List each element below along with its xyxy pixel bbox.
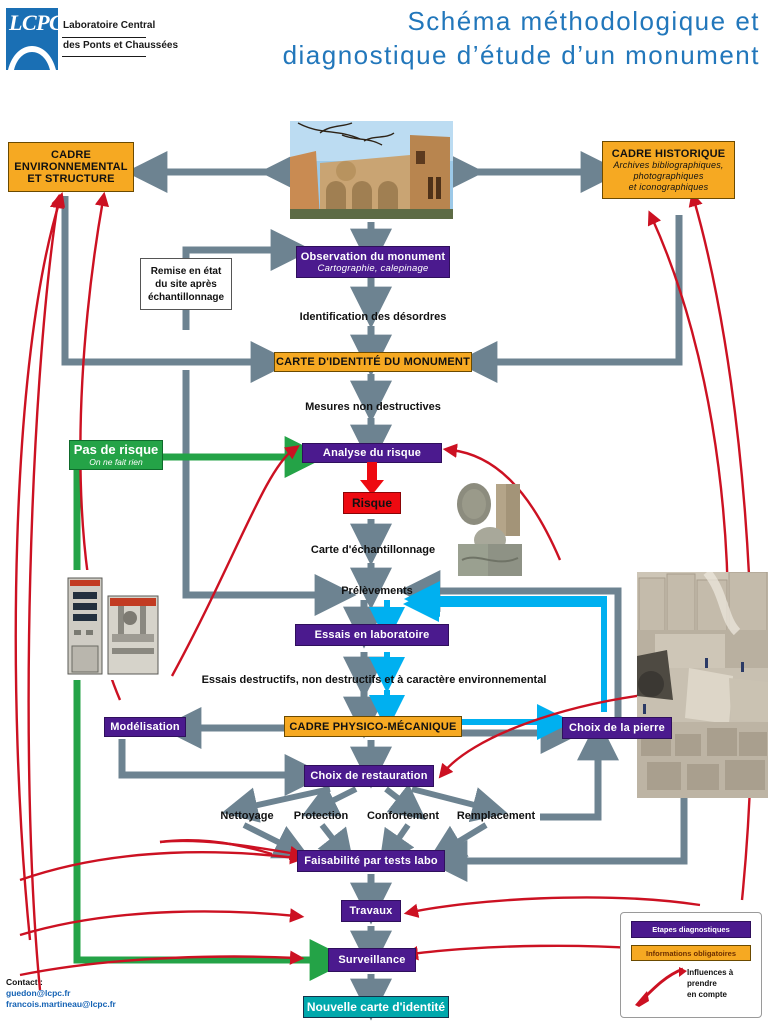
carte-identite-text: CARTE D'IDENTITÉ DU MONUMENT (276, 356, 470, 368)
remise-line3: échantillonnage (147, 291, 225, 303)
node-remise-en-etat[interactable]: Remise en état du site après échantillon… (140, 258, 232, 310)
observation-title: Observation du monument (300, 250, 446, 263)
blue-connectors (369, 581, 607, 740)
mesures-text: Mesures non destructives (305, 401, 441, 413)
confortement-text: Confortement (366, 810, 440, 822)
node-choix-de-restauration[interactable]: Choix de restauration (304, 765, 434, 787)
node-analyse-du-risque[interactable]: Analyse du risque (302, 443, 442, 463)
legend-panel: Etapes diagnostiques Informations obliga… (620, 912, 762, 1018)
essais-types-text: Essais destructifs, non destructifs et à… (201, 674, 547, 686)
node-nouvelle-carte-identite[interactable]: Nouvelle carte d'identité (303, 996, 449, 1018)
page-title: Schéma méthodologique et diagnostique d’… (160, 4, 760, 72)
nouvelle-carte-text: Nouvelle carte d'identité (306, 1000, 446, 1014)
node-cadre-historique[interactable]: CADRE HISTORIQUE Archives bibliographiqu… (602, 141, 735, 199)
legend-item-informations-obligatoires: Informations obligatoires (631, 945, 751, 961)
risque-text: Risque (351, 496, 392, 510)
node-essais-en-laboratoire[interactable]: Essais en laboratoire (295, 624, 449, 646)
label-identification-desordres: Identification des désordres (281, 308, 465, 326)
node-travaux[interactable]: Travaux (341, 900, 401, 922)
modelisation-text: Modélisation (110, 721, 180, 733)
choix-pierre-text: Choix de la pierre (569, 722, 665, 734)
label-nettoyage: Nettoyage (216, 808, 278, 824)
pas-de-risque-sub: On ne fait rien (89, 457, 143, 467)
legend-item2-text: Informations obligatoires (645, 948, 736, 958)
logo-subtitle-line2: des Ponts et Chaussées (63, 40, 179, 51)
contact-email-1[interactable]: guedon@lcpc.fr (6, 988, 71, 998)
protection-text: Protection (293, 810, 349, 822)
carte-echantillonnage-text: Carte d'échantillonnage (310, 544, 436, 556)
identification-text: Identification des désordres (299, 311, 447, 323)
legend-item3-line2: prendre (687, 979, 717, 988)
choix-restauration-text: Choix de restauration (310, 770, 428, 782)
cadre-env-line2: ENVIRONNEMENTAL (14, 161, 128, 173)
node-surveillance[interactable]: Surveillance (328, 948, 416, 972)
page-title-line2: diagnostique d’étude d’un monument (282, 40, 760, 70)
legend-item-etapes-diagnostiques: Etapes diagnostiques (631, 921, 751, 938)
label-protection: Protection (288, 808, 354, 824)
legend-item3-line1: Influences à (687, 968, 734, 977)
travaux-text: Travaux (349, 905, 393, 917)
contact-email-2[interactable]: francois.martineau@lcpc.fr (6, 999, 116, 1009)
photo-monument (290, 121, 453, 219)
analyse-risque-text: Analyse du risque (322, 447, 422, 459)
photo-lab-press (62, 570, 164, 680)
cadre-hist-title: CADRE HISTORIQUE (611, 147, 726, 160)
label-mesures-non-destructives: Mesures non destructives (290, 398, 456, 416)
node-cadre-physico-mecanique[interactable]: CADRE PHYSICO-MÉCANIQUE (284, 716, 462, 737)
essais-labo-text: Essais en laboratoire (314, 629, 430, 641)
pas-de-risque-title: Pas de risque (73, 442, 159, 457)
lcpc-logo: LCPC Laboratoire Central des Ponts et Ch… (6, 8, 178, 74)
photo-quarry (637, 572, 768, 798)
cadre-hist-sub1: Archives bibliographiques, (613, 159, 724, 170)
node-faisabilite-tests-labo[interactable]: Faisabilité par tests labo (297, 850, 445, 872)
cadre-env-line3: ET STRUCTURE (27, 173, 115, 185)
node-observation-monument[interactable]: Observation du monument Cartographie, ca… (296, 246, 450, 278)
faisabilite-text: Faisabilité par tests labo (304, 855, 438, 867)
node-pas-de-risque[interactable]: Pas de risque On ne fait rien (69, 440, 163, 470)
photo-stone-cores (452, 482, 524, 576)
nettoyage-text: Nettoyage (220, 810, 274, 822)
contact-label: Contact : (6, 977, 43, 987)
legend-item3-line3: en compte (687, 990, 728, 999)
logo-arch-icon (6, 30, 58, 70)
remplacement-text: Remplacement (456, 810, 536, 822)
logo-divider-bottom (62, 56, 146, 57)
legend-item-influences: Influences à prendre en compte (687, 967, 759, 1000)
label-prelevements: Prélèvements (326, 583, 428, 599)
label-essais-types: Essais destructifs, non destructifs et à… (196, 672, 552, 688)
contact-block: Contact : guedon@lcpc.fr francois.martin… (6, 977, 116, 1010)
node-cadre-environnemental[interactable]: CADRE ENVIRONNEMENTAL ET STRUCTURE (8, 142, 134, 192)
legend-red-arrow-icon (635, 967, 687, 1007)
cadre-hist-sub2: photographiques (633, 170, 704, 181)
logo-divider-top (62, 37, 146, 38)
remise-line2: du site après (155, 278, 217, 290)
green-connectors (73, 436, 352, 981)
surveillance-text: Surveillance (338, 954, 406, 966)
label-confortement: Confortement (360, 808, 446, 824)
label-remplacement: Remplacement (450, 808, 542, 824)
legend-item1-text: Etapes diagnostiques (652, 925, 730, 934)
prelevements-text: Prélèvements (341, 585, 413, 597)
node-carte-identite[interactable]: CARTE D'IDENTITÉ DU MONUMENT (274, 352, 472, 372)
page-title-line1: Schéma méthodologique et (407, 6, 760, 36)
observation-sub: Cartographie, calepinage (317, 262, 429, 274)
node-choix-de-la-pierre[interactable]: Choix de la pierre (562, 717, 672, 739)
remise-line1: Remise en état (150, 265, 222, 277)
node-risque[interactable]: Risque (343, 492, 401, 514)
label-carte-echantillonnage: Carte d'échantillonnage (294, 541, 452, 559)
red-arrow-analyse-to-risque (360, 462, 384, 495)
cadre-env-line1: CADRE (50, 149, 92, 161)
cadre-physico-text: CADRE PHYSICO-MÉCANIQUE (289, 720, 457, 733)
logo-subtitle-line1: Laboratoire Central (63, 20, 156, 31)
node-modelisation[interactable]: Modélisation (104, 717, 186, 737)
cadre-hist-sub3: et iconographiques (628, 181, 709, 192)
